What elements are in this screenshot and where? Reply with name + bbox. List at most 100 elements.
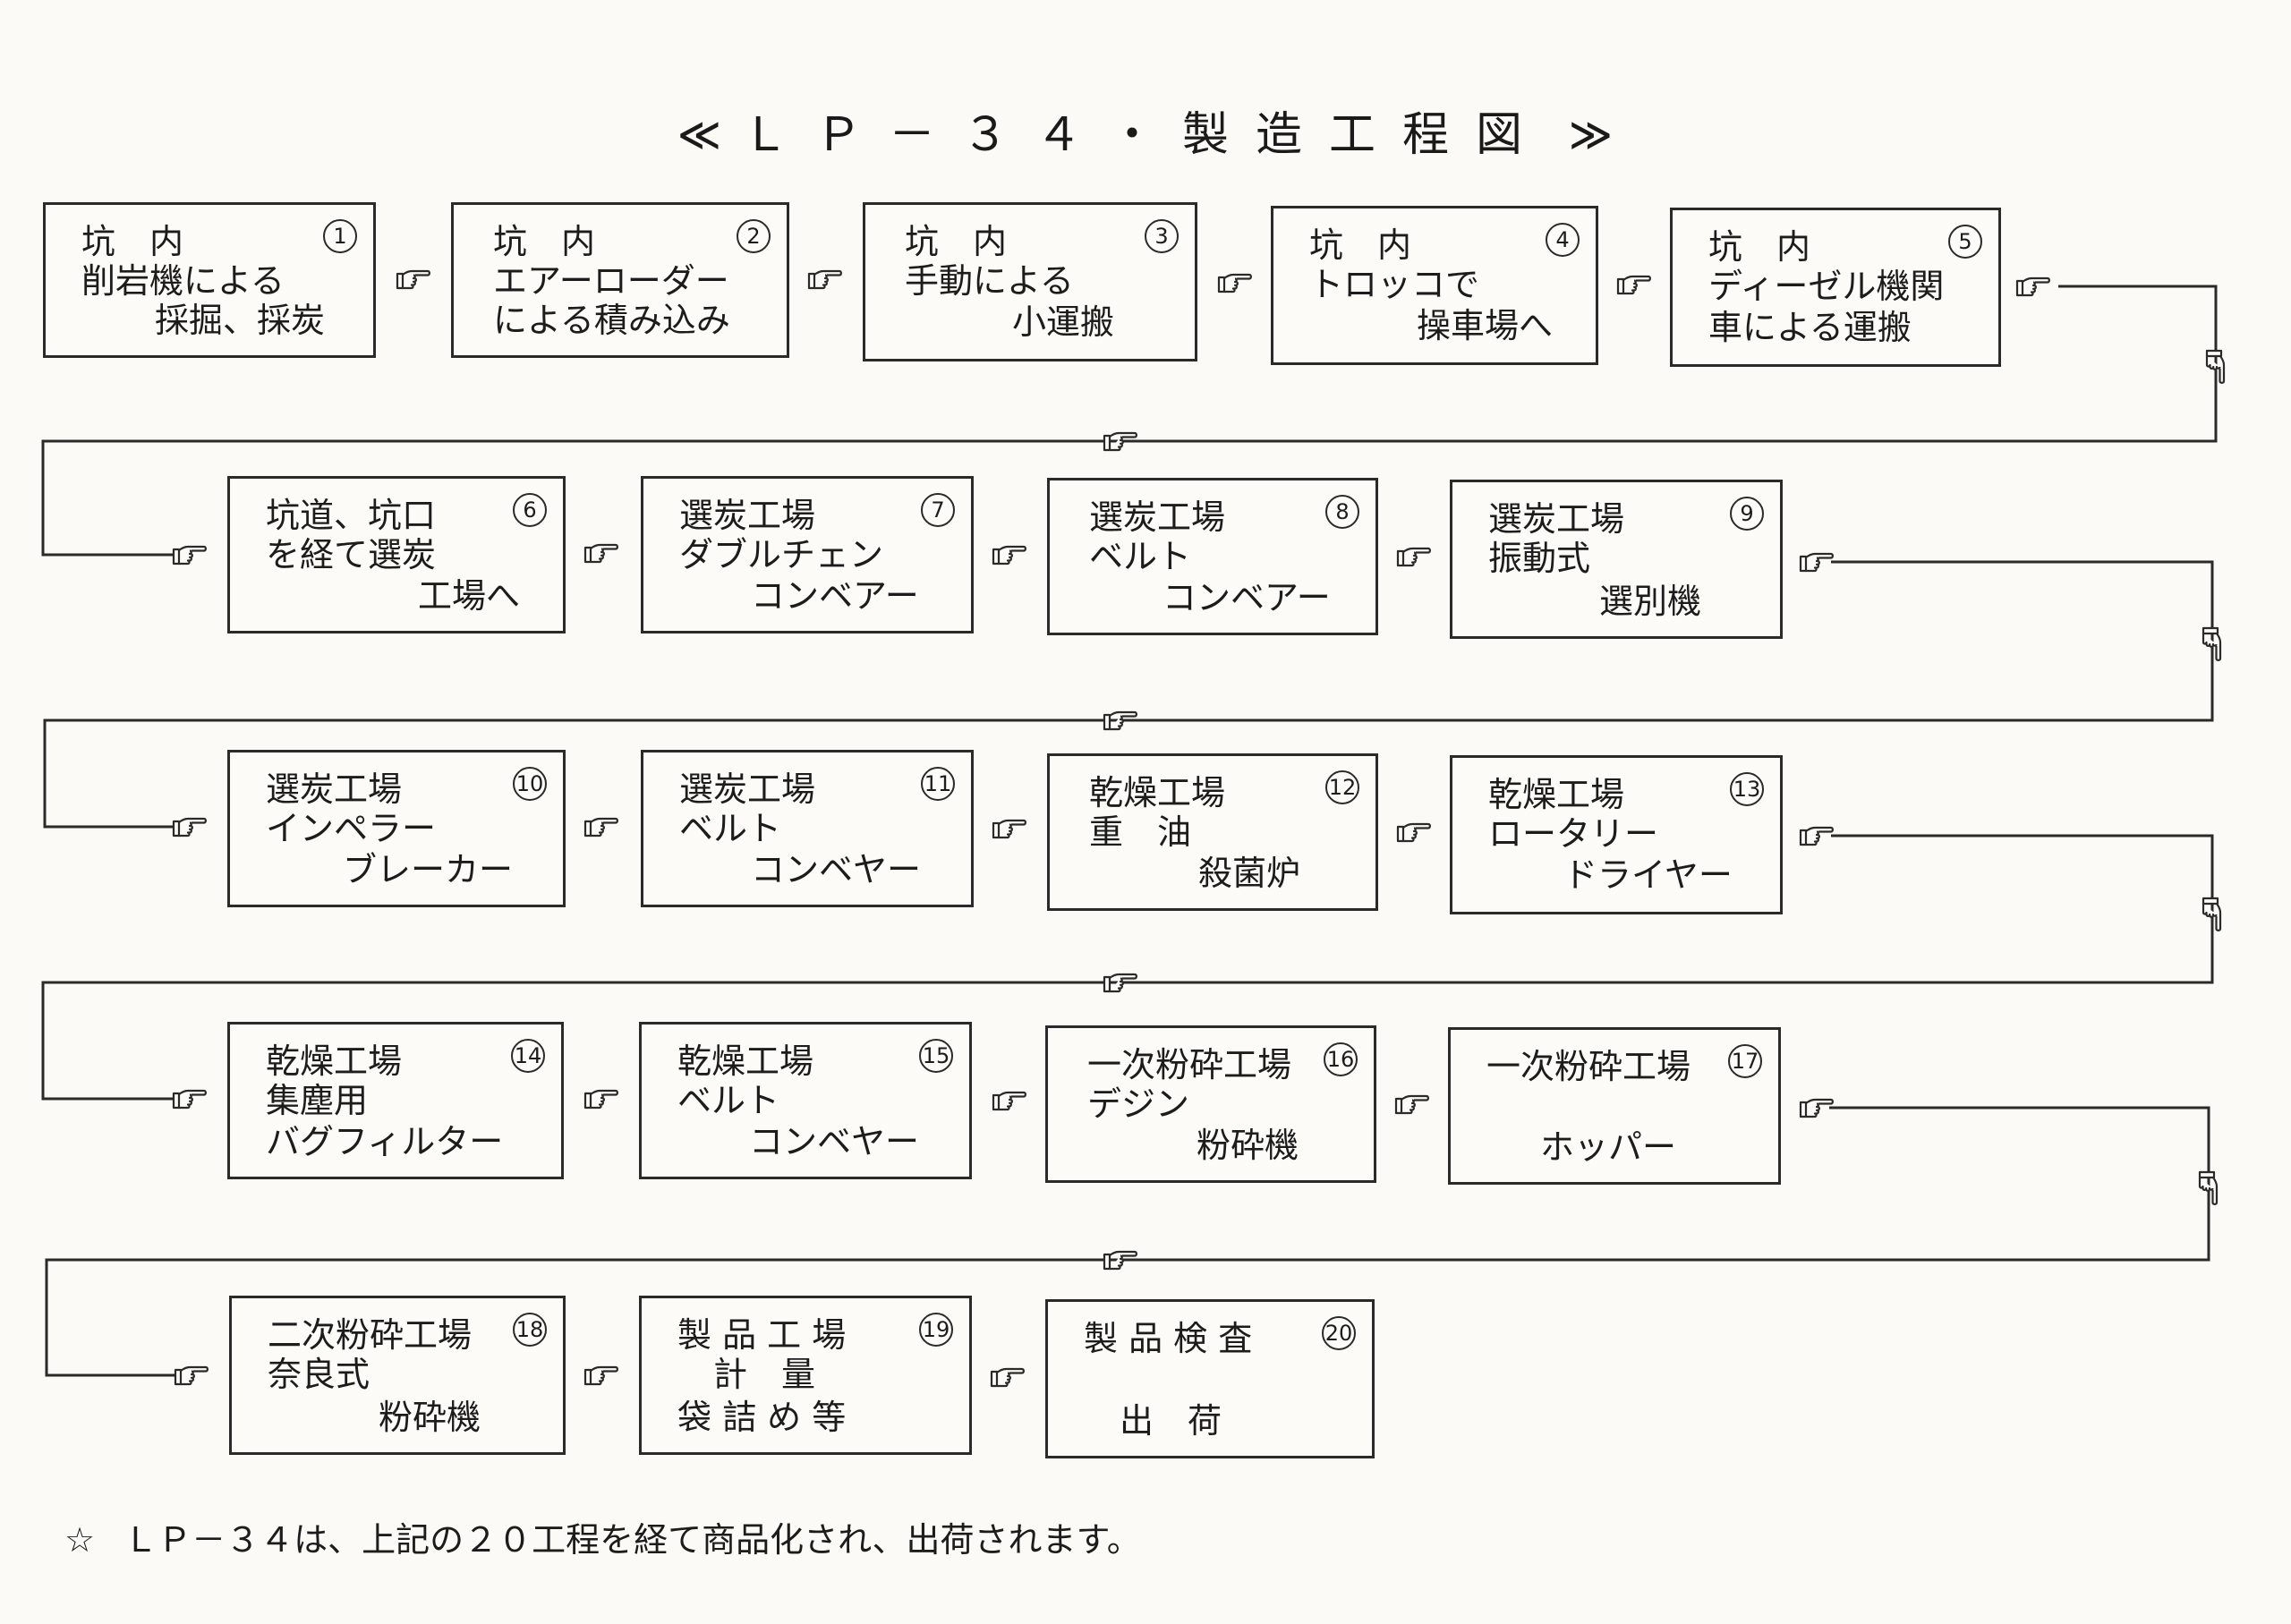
- step-number-12: 12: [1325, 770, 1359, 804]
- step-number-6: 6: [513, 493, 547, 527]
- step-box-5: 5 坑 内 ディーゼル機関 車による運搬: [1670, 208, 2001, 367]
- footnote-text: ＬＰ－３４は、上記の２０工程を経て商品化され、出荷されます。: [123, 1520, 1141, 1560]
- step-4-line-1: 坑 内: [1309, 225, 1412, 265]
- step-20-line-3: 出 荷: [1120, 1401, 1222, 1441]
- title-close-bracket: ≫: [1568, 108, 1614, 162]
- step-2-line-1: 坑 内: [493, 222, 596, 261]
- pointing-hand-icon: [1616, 272, 1652, 297]
- step-5-line-2: ディーゼル機関: [1708, 267, 1945, 306]
- step-13-line-1: 乾燥工場: [1488, 775, 1625, 814]
- pointing-hand-icon: [1799, 823, 1835, 848]
- step-16-line-2: デジン: [1087, 1084, 1190, 1124]
- step-box-6: 6 坑道、坑口 を経て選炭 工場へ: [227, 476, 566, 633]
- step-box-13: 13 乾燥工場 ロータリー ドライヤー: [1450, 755, 1783, 914]
- step-number-14: 14: [511, 1039, 545, 1073]
- pointing-hand-icon: [1799, 1095, 1835, 1120]
- step-13-line-3: ドライヤー: [1563, 855, 1733, 895]
- step-7-line-1: 選炭工場: [679, 496, 816, 535]
- step-number-13: 13: [1730, 772, 1764, 806]
- step-15-line-1: 乾燥工場: [677, 1042, 814, 1081]
- pointing-hand-icon: [1396, 820, 1432, 845]
- step-18-line-2: 奈良式: [268, 1355, 370, 1394]
- step-box-20: 20 製 品 検 査 出 荷: [1045, 1299, 1375, 1458]
- pointing-hand-icon: [992, 1088, 1027, 1113]
- step-box-16: 16 一次粉砕工場 デジン 粉砕機: [1045, 1025, 1376, 1183]
- step-box-12: 12 乾燥工場 重 油 殺菌炉: [1047, 753, 1378, 911]
- step-number-11: 11: [921, 767, 955, 801]
- pointing-hand-icon: [990, 1365, 1026, 1390]
- step-16-line-3: 粉砕機: [1197, 1126, 1299, 1165]
- step-number-9: 9: [1730, 497, 1764, 531]
- footnote: ☆ ＬＰ－３４は、上記の２０工程を経て商品化され、出荷されます。: [64, 1512, 1141, 1561]
- step-4-line-2: トロッコで: [1309, 265, 1480, 304]
- step-box-18: 18 二次粉砕工場 奈良式 粉砕機: [229, 1296, 566, 1455]
- step-12-line-2: 重 油: [1089, 812, 1192, 852]
- step-number-15: 15: [919, 1039, 953, 1073]
- step-8-line-2: ベルト: [1089, 537, 1192, 576]
- step-14-line-2: 集塵用: [266, 1081, 369, 1120]
- pointing-hand-icon: [1394, 1092, 1430, 1117]
- step-8-line-1: 選炭工場: [1089, 497, 1226, 537]
- step-box-10: 10 選炭工場 インペラー ブレーカー: [227, 750, 566, 907]
- step-number-3: 3: [1145, 219, 1179, 253]
- step-number-7: 7: [921, 493, 955, 527]
- step-7-line-3: コンベアー: [751, 576, 919, 616]
- pointing-hand-icon: [2203, 349, 2228, 385]
- pointing-hand-icon: [583, 540, 619, 565]
- step-18-line-1: 二次粉砕工場: [268, 1315, 473, 1355]
- pointing-hand-icon: [1103, 970, 1138, 995]
- step-1-line-1: 坑 内: [81, 222, 184, 261]
- step-3-line-1: 坑 内: [905, 222, 1008, 261]
- star-icon: ☆: [64, 1520, 96, 1560]
- step-6-line-2: を経て選炭: [266, 535, 437, 574]
- step-6-line-3: 工場へ: [418, 576, 521, 616]
- pointing-hand-icon: [583, 1086, 619, 1111]
- step-box-9: 9 選炭工場 振動式 選別機: [1450, 480, 1783, 639]
- step-11-line-1: 選炭工場: [679, 769, 816, 809]
- step-7-line-2: ダブルチェン: [679, 535, 884, 574]
- step-11-line-2: ベルト: [679, 809, 782, 848]
- step-9-line-3: 選別機: [1599, 582, 1702, 621]
- step-box-2: 2 坑 内 エアーローダー による積み込み: [451, 202, 789, 358]
- pointing-hand-icon: [172, 542, 208, 567]
- step-box-8: 8 選炭工場 ベルト コンベアー: [1047, 478, 1378, 635]
- step-12-line-3: 殺菌炉: [1198, 854, 1301, 893]
- pointing-hand-icon: [172, 814, 208, 839]
- step-box-14: 14 乾燥工場 集塵用 バグフィルター: [227, 1022, 564, 1179]
- step-6-line-1: 坑道、坑口: [266, 496, 437, 535]
- pointing-hand-icon: [1103, 1247, 1138, 1272]
- step-20-line-1: 製 品 検 査: [1084, 1319, 1253, 1358]
- step-1-line-3: 採掘、採炭: [155, 301, 326, 340]
- step-box-11: 11 選炭工場 ベルト コンベヤー: [641, 750, 974, 907]
- step-number-16: 16: [1324, 1042, 1358, 1076]
- step-number-18: 18: [513, 1313, 547, 1347]
- pointing-hand-icon: [2015, 274, 2051, 299]
- step-number-19: 19: [919, 1313, 953, 1347]
- step-17-line-1: 一次粉砕工場: [1486, 1047, 1691, 1086]
- pointing-hand-icon: [174, 1363, 209, 1388]
- pointing-hand-icon: [1103, 708, 1138, 733]
- step-14-line-3: バグフィルター: [266, 1122, 504, 1161]
- step-box-7: 7 選炭工場 ダブルチェン コンベアー: [641, 476, 974, 633]
- step-5-line-1: 坑 内: [1708, 227, 1811, 267]
- step-10-line-1: 選炭工場: [266, 769, 403, 809]
- title-text: ＬＰ－３４・製造工程図: [741, 108, 1549, 162]
- step-2-line-2: エアーローダー: [493, 261, 729, 301]
- step-14-line-1: 乾燥工場: [266, 1042, 403, 1081]
- pointing-hand-icon: [2200, 626, 2225, 662]
- step-number-4: 4: [1546, 223, 1580, 257]
- step-box-1: 1 坑 内 削岩機による 採掘、採炭: [43, 202, 376, 358]
- step-9-line-2: 振動式: [1488, 539, 1591, 578]
- step-1-line-2: 削岩機による: [81, 261, 285, 301]
- step-9-line-1: 選炭工場: [1488, 499, 1625, 539]
- pointing-hand-icon: [992, 542, 1027, 567]
- step-12-line-1: 乾燥工場: [1089, 773, 1226, 812]
- step-17-line-3: ホッパー: [1540, 1127, 1677, 1167]
- pointing-hand-icon: [583, 814, 619, 839]
- step-number-2: 2: [737, 219, 771, 253]
- step-11-line-3: コンベヤー: [751, 850, 922, 889]
- pointing-hand-icon: [583, 1363, 619, 1388]
- pointing-hand-icon: [1103, 429, 1138, 454]
- step-19-line-3: 袋 詰 め 等: [677, 1398, 847, 1437]
- pointing-hand-icon: [1396, 544, 1432, 569]
